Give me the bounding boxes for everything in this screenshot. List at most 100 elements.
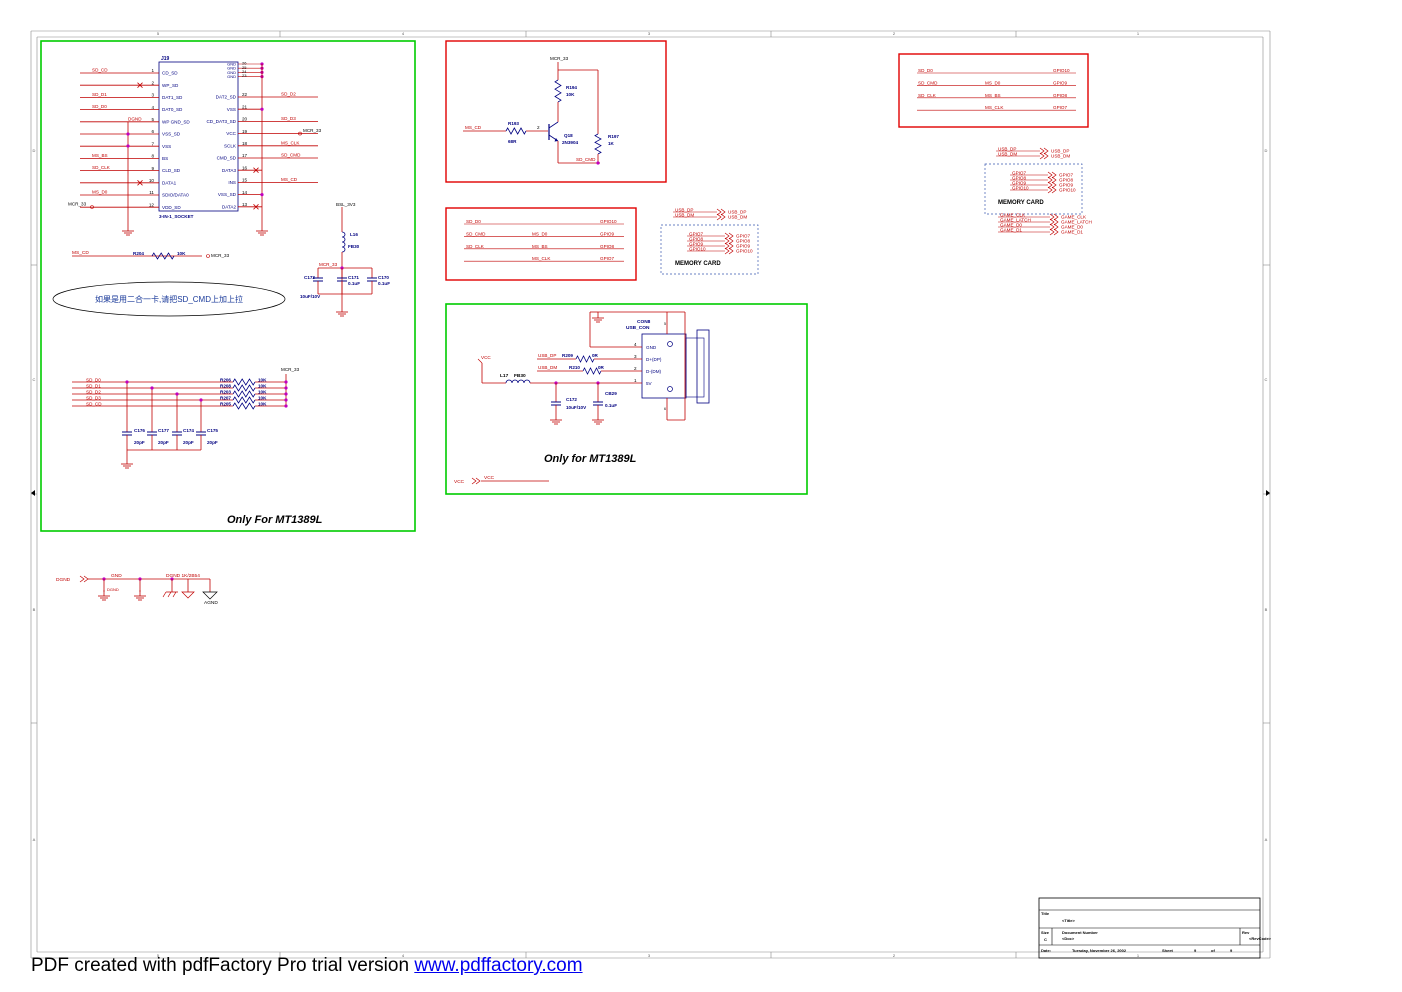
nc-stroke <box>253 167 259 173</box>
usb-pin-number-bot: 6 <box>664 407 666 411</box>
usb-con-ref: CON8 <box>637 319 651 325</box>
filter-cap-value: 0.1uF <box>378 281 390 286</box>
pullup-junction <box>125 380 129 384</box>
socket-pin-net: MCR_33 <box>68 202 87 207</box>
gpio-map-right-right-net: GPIO9 <box>1053 80 1067 85</box>
footer-text: PDF created with pdfFactory Pro trial ve… <box>31 955 415 976</box>
r194-ref: R194 <box>566 85 577 90</box>
sheet-total: 9 <box>1230 948 1233 953</box>
r197-resistor <box>594 133 602 155</box>
mem-card-mid-gpio-net-left: GPIO10 <box>689 247 706 252</box>
gpio-map-mid-right-net: GPIO8 <box>600 244 614 249</box>
tr-out-net: SD_CMD <box>576 157 596 162</box>
l17-value: FB30 <box>514 373 526 379</box>
socket-body <box>158 61 239 212</box>
socket-pin-number: 25 <box>242 65 247 70</box>
pullup-junction <box>284 386 288 390</box>
memory-card-box-mid <box>660 224 759 275</box>
mem-card-right-game-net-left: GAME_D0 <box>1000 223 1022 228</box>
usb-pin-number: 3 <box>634 354 637 359</box>
filter-net: MCR_33 <box>319 262 338 267</box>
mem-card-right-gpio-arrow <box>1047 171 1057 179</box>
mem-card-right-game-net-right: GAME_CLK <box>1061 215 1087 220</box>
docnum-label: Document Number <box>1062 930 1098 935</box>
nc-stroke <box>137 180 143 186</box>
border-zone-letter-right: D <box>1265 148 1268 153</box>
mem-card-right-game-arrow <box>1049 213 1059 221</box>
socket-pin-number: 22 <box>242 92 248 97</box>
pullup-net: SD_D3 <box>86 395 101 400</box>
vcc-port-right: VCC <box>484 475 495 481</box>
ground-agnd-label: AGND <box>204 600 218 606</box>
usb-pin-name: D+(DP) <box>646 357 662 362</box>
rev-value: <RevCode> <box>1249 936 1272 941</box>
socket-pin-number: 26 <box>242 61 247 66</box>
port-circle <box>90 205 94 209</box>
pullup-net: SD_D1 <box>86 383 101 388</box>
mem-card-right-gpio-net-left: GPIO9 <box>1012 181 1026 186</box>
r193-value: 68R <box>508 139 517 144</box>
pullup-cap-ref: C175 <box>207 428 218 433</box>
socket-pin-number: 9 <box>151 166 154 171</box>
r197-ref: R197 <box>608 134 619 139</box>
sheet-number: 9 <box>1194 948 1197 953</box>
vcc-tick <box>477 358 483 364</box>
socket-pin-name: VDD_SD <box>162 205 181 210</box>
r194-value: 10K <box>566 92 575 97</box>
usb-pin-number: 1 <box>634 378 637 383</box>
r197-value: 1K <box>608 141 615 146</box>
usb-vcc-label: VCC <box>481 355 491 360</box>
socket-pin-net: SD_CMD <box>281 153 301 158</box>
title-label: Title <box>1041 911 1050 916</box>
pullup-net: SD_D2 <box>86 389 101 394</box>
pullup-top-net: MCR_33 <box>281 367 300 372</box>
mem-card-right-title: MEMORY CARD <box>998 200 1044 206</box>
mem-card-right-usb-net-left: USB_DM <box>998 152 1017 157</box>
green-box-sd-socket <box>40 40 416 532</box>
pullup-resistor <box>232 390 256 398</box>
mem-card-right-usb-arrow <box>1039 147 1049 155</box>
date-label: Date: <box>1041 948 1051 953</box>
socket-pin-net: SD_D3 <box>281 116 296 121</box>
filter-capacitor <box>367 277 377 282</box>
socket-pin-number: 23 <box>242 73 247 78</box>
title-value: <Title> <box>1062 918 1075 923</box>
mem-card-mid-gpio-arrow <box>724 232 734 240</box>
usb-pin-number-top: 5 <box>664 322 666 326</box>
vcc-port-arrow <box>471 477 481 485</box>
nc-stroke <box>137 82 143 88</box>
socket-pin-number: 5 <box>151 117 154 122</box>
gpio-map-mid-right-net: GPIO10 <box>600 219 617 224</box>
size-value: C <box>1044 937 1047 942</box>
pullup-capacitor <box>172 431 182 436</box>
socket-pin-name: DATA1 <box>162 180 177 185</box>
mem-card-mid-gpio-arrow <box>724 242 734 250</box>
red-box-transistor <box>445 40 667 183</box>
pullup-value: 10K <box>258 383 267 388</box>
gpio-map-right-mid-net: MS_BS <box>985 93 1001 98</box>
border-zone-letter-right: A <box>1265 837 1268 842</box>
pullup-cap-value: 20pF <box>158 440 169 445</box>
pullup-ref: R206 <box>220 377 231 382</box>
usb-shield-outer <box>696 329 710 404</box>
gpio-map-right-right-net: GPIO7 <box>1053 105 1067 110</box>
pullup-junction <box>284 398 288 402</box>
pullup-net: SD_D0 <box>86 377 101 382</box>
pullup-capacitor <box>147 431 157 436</box>
mem-card-right-game-net-right: GAME_LATCH <box>1061 220 1092 225</box>
of-label: of <box>1211 948 1215 953</box>
r209-ref: R209 <box>562 353 573 358</box>
green-box-2-caption: Only for MT1389L <box>544 453 637 465</box>
filter-inductor-ref: L16 <box>350 232 358 237</box>
socket-pin-net: SD_D2 <box>281 92 296 97</box>
pullup-cap-value: 20pF <box>134 440 145 445</box>
mem-card-mid-gpio-arrow <box>724 247 734 255</box>
mem-card-right-gpio-arrow <box>1047 176 1057 184</box>
center-marker-left <box>31 490 35 496</box>
gpio-map-mid-left-net: SD_CMD <box>466 231 486 236</box>
socket-pin-number: 14 <box>242 190 248 195</box>
mem-card-mid-usb-net-right: USB_DM <box>728 215 747 220</box>
pullup-cap-value: 20pF <box>207 440 218 445</box>
footer-link[interactable]: www.pdffactory.com <box>414 955 583 976</box>
tr-in-net: MS_CD <box>465 125 482 130</box>
